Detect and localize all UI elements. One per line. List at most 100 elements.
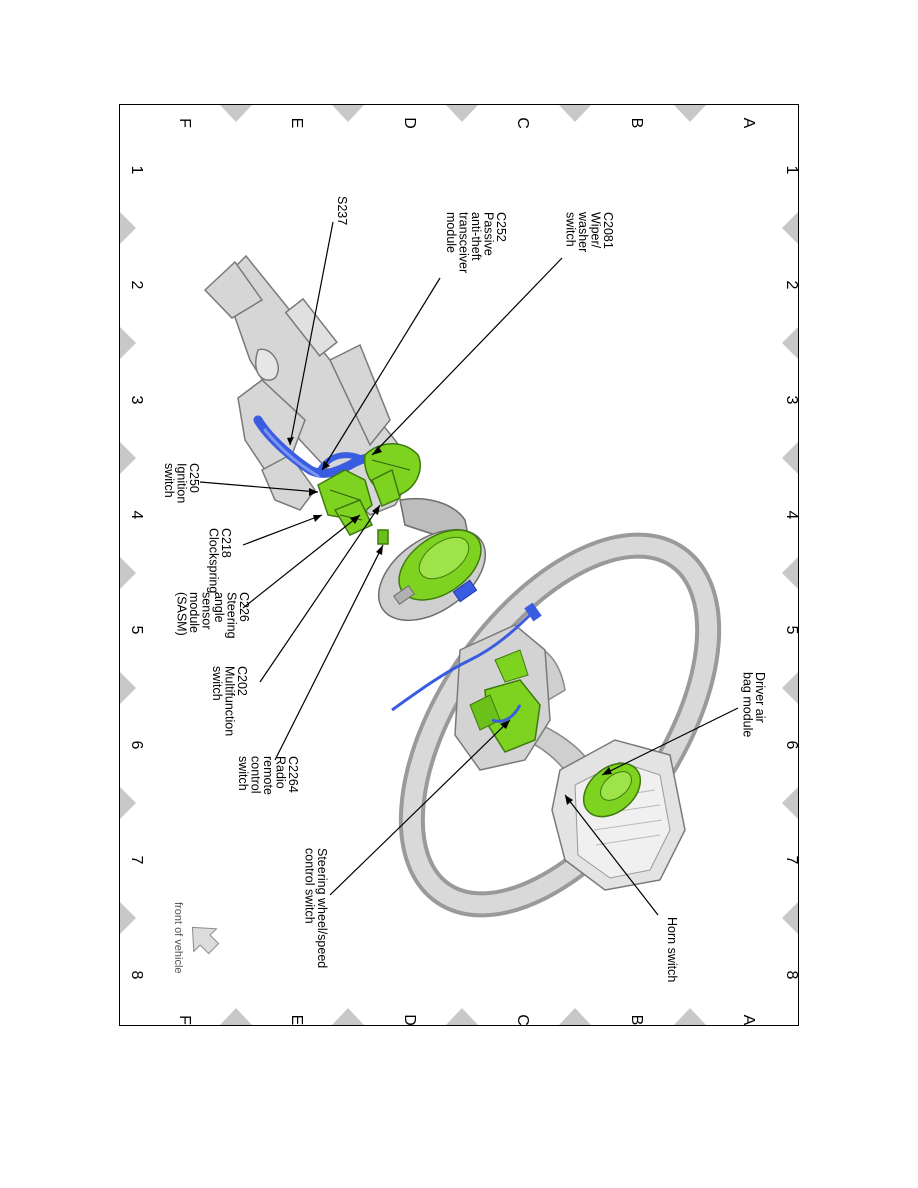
callout-c202-line: Multifunction bbox=[223, 666, 237, 736]
wheel-harness bbox=[391, 608, 537, 712]
column-label-7-left: 7 bbox=[128, 856, 145, 865]
wheel-hub bbox=[454, 624, 551, 771]
leader-c2081 bbox=[371, 257, 563, 456]
grid-marker-triangle bbox=[782, 902, 798, 934]
column-label-2-left: 2 bbox=[128, 281, 145, 290]
leader-driver-airbag bbox=[601, 707, 739, 776]
grid-marker-triangle bbox=[120, 442, 136, 474]
grid-marker-triangle bbox=[120, 787, 136, 819]
steering-column bbox=[203, 254, 416, 516]
callout-c252-line: anti-theft bbox=[469, 212, 483, 261]
callout-c252-line: module bbox=[444, 212, 458, 253]
wheel-harness-connector bbox=[524, 602, 542, 622]
row-label-d-top: D bbox=[401, 117, 418, 129]
row-label-a-bottom: A bbox=[740, 1015, 757, 1026]
callout-driver-airbag-line: bag module bbox=[741, 672, 755, 737]
column-label-4-left: 4 bbox=[128, 511, 145, 520]
column-label-7-right: 7 bbox=[783, 856, 800, 865]
grid-marker-triangle bbox=[446, 1008, 478, 1025]
grid-marker-triangle bbox=[120, 557, 136, 589]
callout-c250-line: Ignition bbox=[175, 463, 189, 503]
grid-marker-triangle bbox=[220, 1008, 252, 1025]
grid-marker-triangle bbox=[120, 327, 136, 359]
front-arrow-icon bbox=[191, 926, 220, 955]
leader-c218 bbox=[242, 514, 323, 546]
grid-marker-triangle bbox=[332, 105, 364, 122]
grid-marker-triangle bbox=[674, 105, 706, 122]
row-label-b-top: B bbox=[628, 118, 645, 129]
callout-c2264-line: remote bbox=[261, 756, 275, 795]
callout-c250-line: switch bbox=[162, 463, 176, 498]
callout-c226-line: module bbox=[187, 592, 201, 633]
grid-marker-triangle bbox=[120, 902, 136, 934]
column-switch-details bbox=[329, 459, 411, 521]
column-label-2-right: 2 bbox=[783, 281, 800, 290]
column-label-1-left: 1 bbox=[128, 166, 145, 175]
grid-marker-triangle bbox=[559, 105, 591, 122]
column-label-6-right: 6 bbox=[783, 741, 800, 750]
row-label-c-bottom: C bbox=[514, 1014, 531, 1026]
steering-column-illustration bbox=[203, 254, 722, 918]
leader-horn bbox=[564, 794, 659, 916]
grid-marker-triangle bbox=[782, 442, 798, 474]
front-of-vehicle-label: front of vehicle bbox=[172, 902, 184, 974]
callout-leaders bbox=[199, 221, 739, 916]
callout-c218-line: C218 bbox=[219, 528, 233, 558]
grid-marker-triangle bbox=[782, 787, 798, 819]
callout-driver-airbag-line: Driver air bbox=[753, 672, 767, 723]
leader-c250 bbox=[199, 481, 319, 493]
row-label-e-top: E bbox=[288, 118, 305, 129]
callout-c2081-line: C2081 bbox=[601, 212, 615, 249]
grid-marker-triangle bbox=[120, 672, 136, 704]
driver-airbag-module bbox=[551, 739, 686, 891]
callout-c2264-line: switch bbox=[236, 756, 250, 791]
row-label-a-top: A bbox=[740, 118, 757, 129]
row-label-e-bottom: E bbox=[288, 1015, 305, 1026]
callout-c226-line: angle bbox=[212, 592, 226, 623]
callout-c226-line: sensor bbox=[200, 592, 214, 630]
grid-marker-triangle bbox=[446, 105, 478, 122]
callout-c2264-line: C2264 bbox=[286, 756, 300, 793]
column-label-5-left: 5 bbox=[128, 626, 145, 635]
leader-steering-wheel-speed bbox=[329, 719, 511, 896]
callout-c252-line: transceiver bbox=[457, 212, 471, 273]
column-label-4-right: 4 bbox=[783, 511, 800, 520]
callout-steering-wheel-speed-line: control switch bbox=[303, 848, 317, 924]
leader-c2264 bbox=[274, 544, 384, 761]
grid-marker-triangle bbox=[220, 105, 252, 122]
callout-c2081-line: switch bbox=[564, 212, 578, 247]
grid-marker-triangle bbox=[120, 212, 136, 244]
callout-c226-line: C226 bbox=[237, 592, 251, 622]
callout-arrowheads bbox=[287, 437, 612, 805]
column-label-5-right: 5 bbox=[783, 626, 800, 635]
row-label-f-bottom: F bbox=[176, 1015, 193, 1025]
grid-marker-triangle bbox=[782, 327, 798, 359]
row-label-f-top: F bbox=[176, 118, 193, 128]
grid-marker-triangle bbox=[782, 557, 798, 589]
grid-marker-triangle bbox=[782, 672, 798, 704]
callout-labels: C2081Wiper/washerswitchC252Passiveanti-t… bbox=[162, 196, 767, 982]
column-label-1-right: 1 bbox=[783, 166, 800, 175]
callout-c252-line: C252 bbox=[494, 212, 508, 242]
row-label-d-bottom: D bbox=[401, 1014, 418, 1026]
column-label-3-right: 3 bbox=[783, 396, 800, 405]
grid-marker-triangle bbox=[559, 1008, 591, 1025]
leader-c252 bbox=[321, 277, 441, 471]
callout-s237: S237 bbox=[335, 196, 349, 225]
callout-c202-line: switch bbox=[210, 666, 224, 701]
column-label-8-left: 8 bbox=[128, 971, 145, 980]
column-label-6-left: 6 bbox=[128, 741, 145, 750]
callout-c2264-line: Radio bbox=[274, 756, 288, 789]
callout-c226-line: (SASM) bbox=[175, 592, 189, 636]
callout-c226-line: Steering bbox=[225, 592, 239, 639]
leader-c226 bbox=[242, 514, 361, 609]
column-label-3-left: 3 bbox=[128, 396, 145, 405]
